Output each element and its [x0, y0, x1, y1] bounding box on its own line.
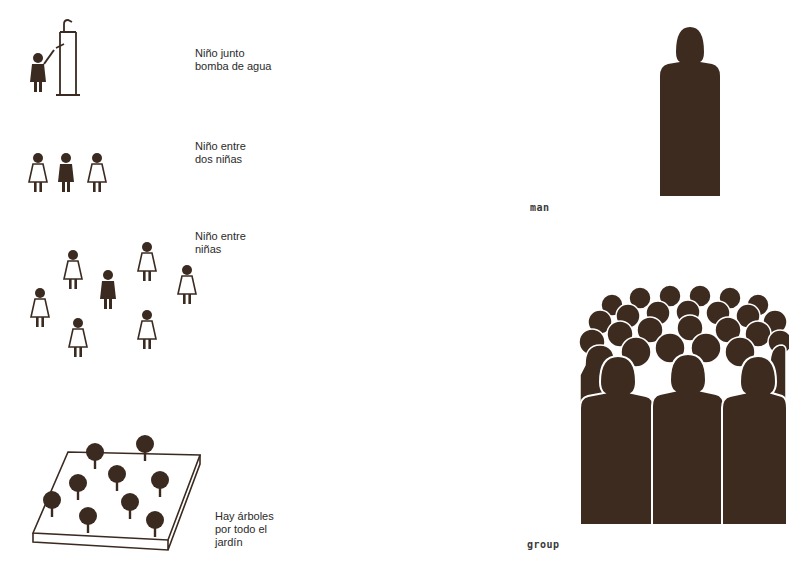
caption-label: Niño junto bomba de agua	[195, 47, 277, 73]
caption-label: Niño entre niñas	[195, 230, 261, 256]
caption-label: group	[527, 538, 587, 551]
caption-label: Niño entre dos niñas	[195, 140, 257, 166]
caption-label: Hay árboles por todo el jardín	[215, 510, 285, 549]
caption-label: man	[530, 201, 590, 214]
